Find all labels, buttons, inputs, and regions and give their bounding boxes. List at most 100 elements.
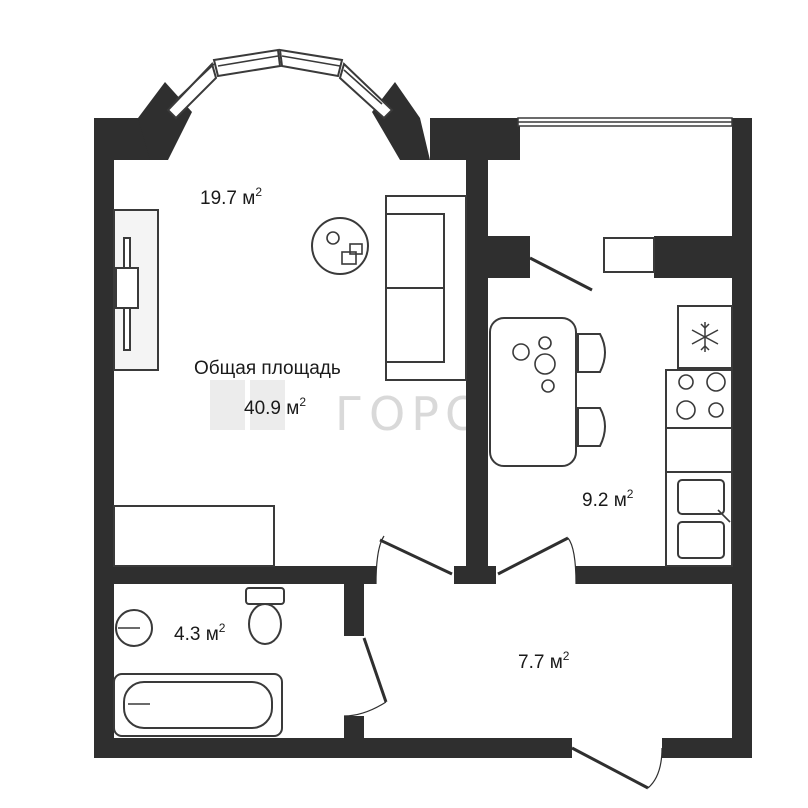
chair-2 <box>577 407 606 447</box>
wall-right <box>732 118 752 758</box>
wall-bath-upper <box>344 584 364 636</box>
wall-room-hall <box>94 566 376 584</box>
wall-top-middle <box>430 118 520 160</box>
bay-window-pane-1 <box>166 62 218 120</box>
door-bathroom-arc <box>343 701 387 717</box>
bay-window-pane-2 <box>212 48 282 78</box>
plate-1 <box>512 343 530 361</box>
bathtub-icon <box>113 673 283 737</box>
bathroom-area-label: 4.3 м2 <box>174 621 226 645</box>
cup-2 <box>541 379 555 393</box>
wall-bath-lower <box>344 716 364 746</box>
table-top <box>489 317 577 467</box>
plant-box-2 <box>349 243 363 255</box>
door-entrance-arc <box>647 747 663 789</box>
flower-pot-icon <box>311 217 369 275</box>
plant-box <box>341 251 357 265</box>
wall-balcony-right <box>654 236 734 278</box>
total-area-power: 2 <box>299 395 306 409</box>
snowflake-icon <box>691 322 719 352</box>
door-kitchen-leaf <box>497 536 569 576</box>
stove-body <box>665 369 733 429</box>
wall-bottom-left <box>94 738 572 758</box>
walls <box>94 82 752 758</box>
sofa-cushion-top <box>385 213 445 289</box>
stove-burner-icon <box>678 374 694 390</box>
plate-2 <box>534 353 556 375</box>
wall-balcony-pier <box>488 236 530 278</box>
stove-burner-icon <box>676 400 696 420</box>
wall-left <box>94 118 114 758</box>
total-area-caption: Общая площадь <box>194 358 341 379</box>
dining-table <box>489 317 606 467</box>
stove-burner-icon <box>708 402 724 418</box>
tv-console <box>113 209 159 371</box>
living-room-area-value: 19.7 <box>200 188 237 209</box>
hallway-area-power: 2 <box>563 649 570 663</box>
toilet-bowl <box>248 603 282 645</box>
cup-1 <box>538 336 552 350</box>
kitchen-area-unit: м <box>614 490 627 511</box>
stove <box>665 369 733 429</box>
tv-stand <box>115 267 139 309</box>
door-balcony <box>529 237 655 292</box>
kitchen-area-label: 9.2 м2 <box>582 487 634 511</box>
wall-balcony-side <box>466 160 488 280</box>
bay-window-pane-4 <box>338 62 394 120</box>
door-kitchen <box>497 536 577 585</box>
sink-faucet <box>717 509 731 523</box>
wall-room-kitchen <box>466 278 488 584</box>
wall-bottom-right <box>662 738 752 758</box>
sofa-cushion-bottom <box>385 287 445 363</box>
toilet-icon <box>245 587 285 645</box>
fridge-body <box>677 305 733 369</box>
door-living-room-arc <box>375 535 385 585</box>
tv-cabinet <box>113 209 159 371</box>
kitchen-area-power: 2 <box>627 487 634 501</box>
door-bathroom-leaf <box>362 637 388 703</box>
door-bathroom <box>343 637 388 717</box>
door-living-room-leaf <box>379 538 453 576</box>
hallway-area-label: 7.7 м2 <box>518 649 570 673</box>
total-area-label: 40.9 м2 <box>244 395 306 419</box>
bay-window-pane-3 <box>278 48 344 78</box>
washbasin <box>115 609 153 647</box>
bay-window <box>166 48 394 120</box>
chair-1 <box>577 333 606 373</box>
sink-icon <box>677 479 725 515</box>
plant-table <box>311 217 369 275</box>
total-area-unit: м <box>286 398 299 419</box>
sofa <box>385 195 467 381</box>
toilet-tank <box>245 587 285 605</box>
fridge <box>677 305 733 369</box>
door-kitchen-arc <box>567 537 577 585</box>
wall-bay-right <box>372 82 430 160</box>
wall-center-pier <box>454 566 496 584</box>
balcony-window <box>517 117 733 127</box>
hallway-area-unit: м <box>550 652 563 673</box>
wardrobe <box>113 505 275 567</box>
living-room-area-label: 19.7 м2 <box>200 185 262 209</box>
bathroom-area-value: 4.3 <box>174 624 200 645</box>
hallway-area-value: 7.7 <box>518 652 544 673</box>
kitchen-sink <box>665 471 733 567</box>
bathroom-area-unit: м <box>206 624 219 645</box>
living-room-area-power: 2 <box>255 185 262 199</box>
door-entrance <box>571 746 663 790</box>
total-area-value: 40.9 <box>244 398 281 419</box>
door-entrance-leaf <box>571 746 649 790</box>
bathtub-inner <box>123 681 273 729</box>
door-balcony-leaf <box>529 256 593 292</box>
bathroom-area-power: 2 <box>219 621 226 635</box>
plant-flower <box>326 231 340 245</box>
balcony-door-frame <box>603 237 655 273</box>
bay-window-glass-lines <box>175 55 383 105</box>
door-living-room <box>375 535 453 585</box>
living-room-area-unit: м <box>242 188 255 209</box>
stove-burner-icon <box>706 372 726 392</box>
wall-kitchen-hall <box>576 566 746 584</box>
watermark-logo <box>210 380 285 430</box>
sink-bowl-2 <box>677 521 725 559</box>
